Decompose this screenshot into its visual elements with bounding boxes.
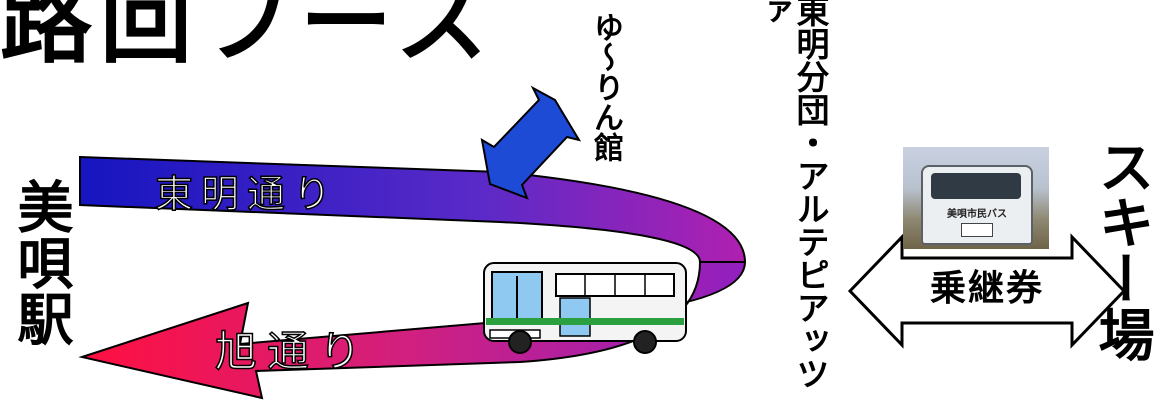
road-label-upper: 東明通り [154,171,340,217]
van-icon: 美唄市民バス [921,165,1033,245]
transfer-double-arrow [847,233,1127,349]
transfer-ticket-label: 乗継券 [929,268,1044,309]
bus-stop-label: 東明分団・アルテピアッツァ [754,0,830,390]
station-label: 美唄駅 [8,178,73,346]
facility-link-arrow [480,85,582,200]
van-text: 美唄市民バス [947,209,1007,220]
destination-label: スキー場 [1089,138,1154,362]
facility-label: ゆ〜りん館 [588,12,623,162]
bus-icon [483,262,687,354]
road-label-lower: 旭通り [214,326,372,377]
page-title: 路回フース [0,0,496,76]
shuttle-van-photo: 美唄市民バス [903,147,1049,249]
